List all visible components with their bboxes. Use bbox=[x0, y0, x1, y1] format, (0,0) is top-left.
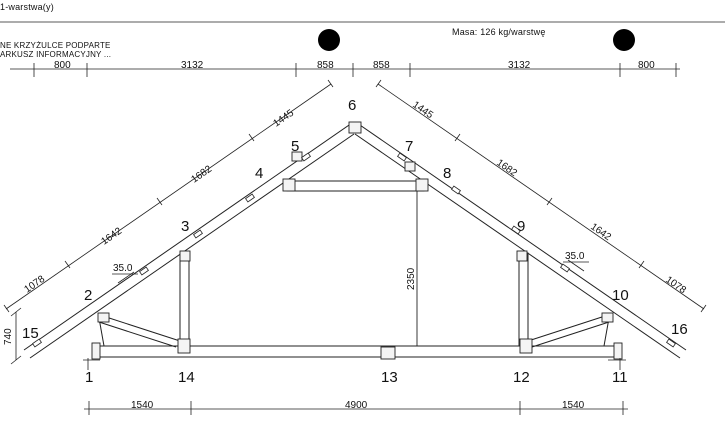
dim-top-1: 800 bbox=[54, 60, 71, 71]
right-pitch-symbol bbox=[563, 259, 589, 272]
node-label-4: 4 bbox=[255, 165, 263, 182]
right-slope-dimension bbox=[375, 79, 707, 313]
note-line-2: ARKUSZ INFORMACYJNY ... bbox=[0, 50, 112, 59]
node-label-16: 16 bbox=[671, 321, 688, 338]
node-label-5: 5 bbox=[291, 138, 299, 155]
right-post bbox=[518, 252, 529, 347]
dim-right-slope-4: 1078 bbox=[663, 274, 688, 296]
dim-left-height: 740 bbox=[3, 328, 14, 345]
node-label-8: 8 bbox=[443, 165, 451, 182]
right-marker-dot bbox=[613, 29, 635, 51]
right-diagonal-brace bbox=[527, 315, 610, 348]
dim-top-3: 858 bbox=[317, 60, 334, 71]
node-label-12: 12 bbox=[513, 369, 530, 386]
node-label-11: 11 bbox=[612, 369, 628, 386]
dim-left-slope-2: 1642 bbox=[99, 226, 124, 248]
bottom-chord bbox=[94, 345, 622, 358]
note-line-1: NE KRZYŻULCE PODPARTE bbox=[0, 41, 111, 50]
node-label-3: 3 bbox=[181, 218, 189, 235]
node-label-6: 6 bbox=[348, 97, 356, 114]
dim-center-height: 2350 bbox=[406, 267, 417, 290]
connector-plates bbox=[91, 121, 623, 360]
left-post bbox=[179, 252, 190, 347]
left-height-dimension bbox=[10, 307, 22, 365]
left-pitch-value: 35.0 bbox=[113, 263, 133, 274]
left-pitch-symbol bbox=[112, 271, 138, 284]
node-label-10: 10 bbox=[612, 287, 629, 304]
dim-right-slope-2: 1682 bbox=[494, 157, 519, 179]
dim-right-slope-3: 1642 bbox=[588, 221, 613, 243]
left-slope-dimension bbox=[3, 79, 334, 313]
dim-top-4: 858 bbox=[373, 60, 390, 71]
small-fastener-marks bbox=[32, 152, 676, 348]
left-marker-dot bbox=[318, 29, 340, 51]
node-label-14: 14 bbox=[178, 369, 195, 386]
dim-right-slope-1: 1445 bbox=[410, 99, 435, 121]
node-label-9: 9 bbox=[517, 218, 525, 235]
node-label-7: 7 bbox=[405, 138, 413, 155]
layer-count-label: 1-warstwa(y) bbox=[0, 2, 54, 12]
dim-left-slope-1: 1078 bbox=[22, 274, 47, 296]
dim-bottom-1: 1540 bbox=[131, 400, 154, 411]
support-marks bbox=[83, 358, 626, 370]
dim-bottom-2: 4900 bbox=[345, 400, 368, 411]
node-label-2: 2 bbox=[84, 287, 92, 304]
right-pitch-value: 35.0 bbox=[565, 251, 585, 262]
dim-top-2: 3132 bbox=[181, 60, 204, 71]
node-label-13: 13 bbox=[381, 369, 398, 386]
node-label-15: 15 bbox=[22, 325, 39, 342]
bottom-dimension-line bbox=[84, 401, 628, 415]
node-label-1: 1 bbox=[85, 369, 93, 386]
mass-label: Masa: 126 kg/warstwę bbox=[452, 27, 546, 37]
dim-left-slope-3: 1682 bbox=[189, 164, 214, 186]
top-dimension-line bbox=[10, 63, 680, 77]
dim-top-5: 3132 bbox=[508, 60, 531, 71]
collar-tie bbox=[286, 180, 425, 192]
dim-bottom-3: 1540 bbox=[562, 400, 585, 411]
left-diagonal-brace bbox=[98, 315, 181, 348]
dim-top-6: 800 bbox=[638, 60, 655, 71]
